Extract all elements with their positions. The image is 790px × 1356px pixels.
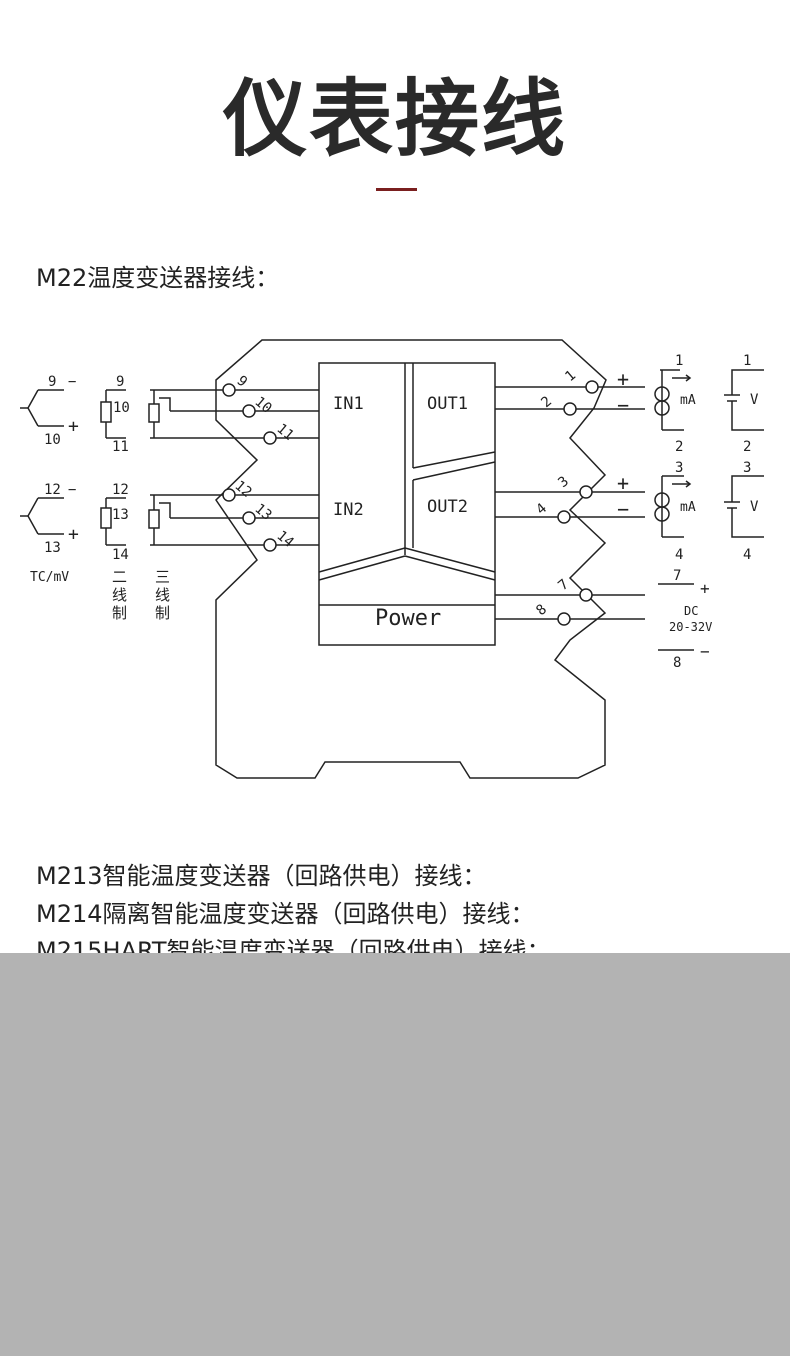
in-power-divider-b bbox=[318, 555, 406, 581]
terminal-1-label: 1 bbox=[562, 367, 579, 385]
out-power-divider-a bbox=[404, 547, 496, 573]
rtd2-2-top-label: 12 bbox=[112, 482, 129, 498]
inner-module bbox=[318, 362, 496, 646]
out1-ma-unit: mA bbox=[680, 393, 696, 408]
wiring-diagram: IN1 IN2 OUT1 OUT2 Power 9 10 11 12 13 14… bbox=[20, 339, 764, 779]
thermocouple-1 bbox=[27, 389, 39, 427]
block-in1-label: IN1 bbox=[333, 394, 364, 414]
out2-minus-sign: − bbox=[617, 497, 629, 521]
out-power-divider-b bbox=[404, 555, 496, 581]
m214-wiring-heading: M214隔离智能温度变送器（回路供电）接线： bbox=[36, 900, 535, 928]
m22-wiring-heading: M22温度变送器接线： bbox=[36, 264, 280, 292]
out1-current-plus-label: 1 bbox=[675, 353, 683, 369]
out1-current-minus-label: 2 bbox=[675, 439, 683, 455]
m213-wiring-heading: M213智能温度变送器（回路供电）接线： bbox=[36, 862, 487, 890]
out1-out2-divider-b bbox=[412, 461, 496, 481]
power-plus-sign: + bbox=[700, 579, 710, 598]
terminal-3-label: 3 bbox=[555, 473, 572, 491]
block-out1-label: OUT1 bbox=[427, 394, 468, 414]
tc2-plus-sign: + bbox=[68, 524, 79, 545]
out2-current-plus-label: 3 bbox=[675, 460, 683, 476]
in-power-divider-a bbox=[318, 547, 406, 573]
tc1-bottom-label: 10 bbox=[44, 432, 61, 448]
terminal-11 bbox=[263, 431, 277, 445]
terminal-7 bbox=[579, 588, 593, 602]
three-wire-caption-1: 三 bbox=[155, 568, 170, 586]
out2-voltage-minus-label: 4 bbox=[743, 547, 751, 563]
tc-mv-caption: TC/mV bbox=[30, 570, 69, 585]
block-out2-label: OUT2 bbox=[427, 497, 468, 517]
rtd3-resistor-2 bbox=[148, 509, 160, 529]
block-power-label: Power bbox=[375, 606, 441, 631]
rtd2-2-bottom-label: 14 bbox=[112, 547, 129, 563]
tc2-top-label: 12 bbox=[44, 482, 61, 498]
rtd2-1-mid-label: 10 bbox=[113, 400, 130, 416]
rtd2-1-top-label: 9 bbox=[116, 374, 124, 390]
out1-v-unit: V bbox=[750, 392, 759, 408]
current-source-1b bbox=[654, 400, 670, 416]
dc-label: DC bbox=[684, 604, 698, 618]
terminal-12 bbox=[222, 488, 236, 502]
tc1-plus-sign: + bbox=[68, 416, 79, 437]
terminal-3 bbox=[579, 485, 593, 499]
title-divider bbox=[376, 188, 417, 191]
terminal-11-label: 11 bbox=[273, 421, 296, 444]
terminal-14-label: 14 bbox=[273, 528, 296, 551]
terminal-1 bbox=[585, 380, 599, 394]
image-placeholder-panel bbox=[0, 953, 790, 1356]
rtd3-resistor-1 bbox=[148, 403, 160, 423]
terminal-13 bbox=[242, 511, 256, 525]
terminal-4 bbox=[557, 510, 571, 524]
out2-ma-unit: mA bbox=[680, 500, 696, 515]
tc2-minus-sign: − bbox=[68, 482, 76, 498]
out1-voltage-plus-label: 1 bbox=[743, 353, 751, 369]
two-wire-caption-1: 二 bbox=[112, 568, 127, 586]
terminal-2 bbox=[563, 402, 577, 416]
dc-range-label: 20-32V bbox=[669, 620, 712, 634]
out2-plus-sign: + bbox=[617, 471, 629, 495]
terminal-14 bbox=[263, 538, 277, 552]
page-title: 仪表接线 bbox=[222, 70, 567, 168]
power-plus-terminal-label: 7 bbox=[673, 568, 681, 584]
rtd2-1-bottom-label: 11 bbox=[112, 439, 129, 455]
current-source-2b bbox=[654, 506, 670, 522]
tc1-minus-sign: − bbox=[68, 374, 76, 390]
out1-plus-sign: + bbox=[617, 367, 629, 391]
out2-v-unit: V bbox=[750, 499, 759, 515]
out2-current-minus-label: 4 bbox=[675, 547, 683, 563]
terminal-8-label: 8 bbox=[533, 601, 550, 619]
tc1-top-label: 9 bbox=[48, 374, 56, 390]
rtd2-resistor-1 bbox=[100, 401, 112, 423]
terminal-4-label: 4 bbox=[533, 500, 550, 518]
terminal-8 bbox=[557, 612, 571, 626]
out1-minus-sign: − bbox=[617, 393, 629, 417]
two-wire-caption-2: 线 bbox=[112, 586, 127, 604]
tc2-bottom-label: 13 bbox=[44, 540, 61, 556]
terminal-9-label: 9 bbox=[233, 373, 250, 391]
terminal-9 bbox=[222, 383, 236, 397]
power-minus-terminal-label: 8 bbox=[673, 655, 681, 671]
out1-out2-divider-a bbox=[412, 451, 496, 469]
three-wire-caption-3: 制 bbox=[155, 604, 170, 622]
terminal-10 bbox=[242, 404, 256, 418]
three-wire-caption-2: 线 bbox=[155, 586, 170, 604]
block-in2-label: IN2 bbox=[333, 500, 364, 520]
rtd2-resistor-2 bbox=[100, 507, 112, 529]
out2-voltage-plus-label: 3 bbox=[743, 460, 751, 476]
two-wire-caption-3: 制 bbox=[112, 604, 127, 622]
rtd2-2-mid-label: 13 bbox=[112, 507, 129, 523]
out1-voltage-minus-label: 2 bbox=[743, 439, 751, 455]
power-minus-sign: − bbox=[700, 642, 710, 661]
terminal-7-label: 7 bbox=[555, 576, 572, 594]
module-housing bbox=[215, 339, 607, 779]
thermocouple-2 bbox=[27, 497, 39, 535]
